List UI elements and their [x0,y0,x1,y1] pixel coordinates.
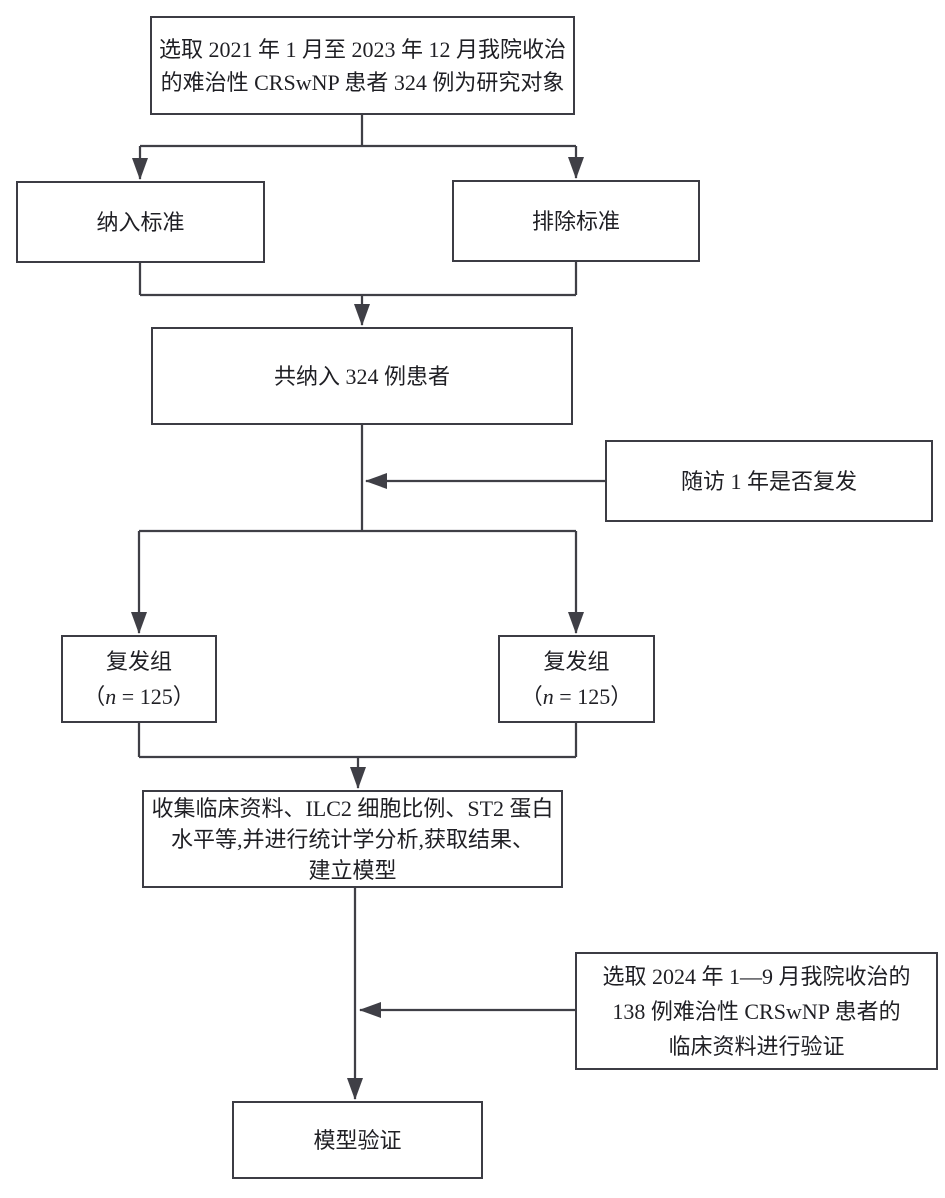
node-select-patients: 选取 2021 年 1 月至 2023 年 12 月我院收治 的难治性 CRSw… [150,16,575,115]
n-variable: n [542,684,554,709]
node-relapse-group-left: 复发组 （n = 125） [61,635,217,723]
paren-open: （ [83,684,106,709]
node-collect-analyze: 收集临床资料、ILC2 细胞比例、ST2 蛋白 水平等,并进行统计学分析,获取结… [142,790,563,888]
node-model-validation-label: 模型验证 [313,1127,402,1153]
node-model-validation: 模型验证 [232,1101,483,1179]
node-relapse-group-left-count: （n = 125） [83,679,194,714]
node-relapse-group-right: 复发组 （n = 125） [498,635,655,723]
node-followup-recurrence: 随访 1 年是否复发 [605,440,933,522]
paren-open: （ [520,684,543,709]
node-total-included: 共纳入 324 例患者 [151,327,573,425]
n-value: = 125） [553,684,633,709]
n-variable: n [105,684,117,709]
node-inclusion-criteria-label: 纳入标准 [96,209,185,235]
node-validation-cohort-line3: 临床资料进行验证 [668,1033,845,1059]
node-exclusion-criteria: 排除标准 [452,180,700,262]
node-select-patients-line1: 选取 2021 年 1 月至 2023 年 12 月我院收治 [158,36,566,62]
node-exclusion-criteria-label: 排除标准 [531,208,620,234]
node-relapse-group-right-title: 复发组 [543,649,610,674]
node-total-included-label: 共纳入 324 例患者 [273,363,450,389]
node-inclusion-criteria: 纳入标准 [16,181,265,263]
node-followup-recurrence-label: 随访 1 年是否复发 [680,468,857,494]
node-validation-cohort-line1: 选取 2024 年 1—9 月我院收治的 [602,963,911,989]
node-collect-analyze-line3: 建立模型 [308,857,397,883]
node-relapse-group-left-title: 复发组 [105,649,172,674]
node-validation-cohort: 选取 2024 年 1—9 月我院收治的 138 例难治性 CRSwNP 患者的… [575,952,938,1070]
node-select-patients-line2: 的难治性 CRSwNP 患者 324 例为研究对象 [160,69,565,95]
node-collect-analyze-line1: 收集临床资料、ILC2 细胞比例、ST2 蛋白 [151,795,554,821]
node-collect-analyze-line2: 水平等,并进行统计学分析,获取结果、 [170,826,534,852]
node-validation-cohort-line2: 138 例难治性 CRSwNP 患者的 [612,998,901,1024]
node-relapse-group-right-count: （n = 125） [521,679,632,714]
n-value: = 125） [116,684,195,709]
